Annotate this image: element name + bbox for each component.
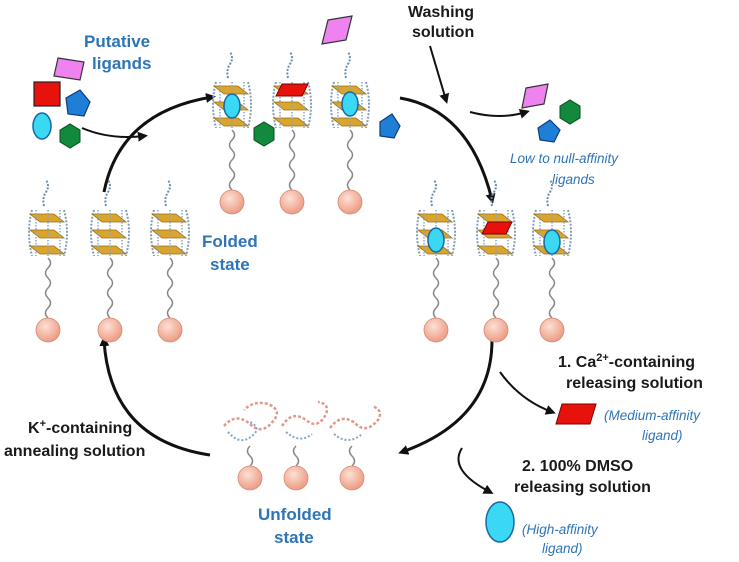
k-annealing-label-1: K+-containing [28, 418, 132, 437]
ca-releasing-label-1: 1. Ca2+-containing [558, 352, 695, 371]
green-hexagon-washed [559, 99, 581, 125]
blue-pentagon-top [379, 113, 401, 139]
retained-quadruplex-1 [416, 179, 456, 343]
putative-ligands-label-1: Putative [84, 32, 150, 51]
arrow-high-release [457, 447, 494, 494]
red-ligand-bound-top [275, 83, 309, 97]
washing-label-1: Washing [408, 4, 474, 21]
red-square-ligand [33, 81, 61, 107]
red-ligand-retained [481, 221, 513, 235]
unfolded-state-label-1: Unfolded [258, 505, 332, 524]
arrow-left-up [102, 93, 216, 193]
pink-ligand-putative [53, 57, 85, 81]
pink-ligand-top [321, 15, 353, 45]
pink-ligand-washed [521, 83, 549, 109]
folded-quadruplex-3 [150, 179, 190, 343]
unfolded-strands [223, 400, 382, 442]
unfolded-bead-1 [237, 445, 263, 491]
cyan-ellipse-putative [32, 112, 52, 140]
blue-pentagon-putative [65, 89, 91, 117]
bound-quadruplex-3 [330, 51, 370, 215]
folded-quadruplex-2 [90, 179, 130, 343]
retained-quadruplex-3 [532, 179, 572, 343]
medium-affinity-label-2: ligand) [642, 428, 683, 443]
retained-quadruplex-2 [476, 179, 516, 343]
cyan-ligand-bound-top-2 [341, 91, 359, 117]
blue-pentagon-washed [537, 119, 561, 143]
arrow-bottom-left [99, 336, 211, 457]
high-affinity-label-2: ligand) [542, 541, 583, 556]
k-annealing-label-2: annealing solution [4, 443, 145, 460]
medium-affinity-label-1: (Medium-affinity [604, 408, 701, 423]
bound-quadruplex-1 [212, 51, 252, 215]
washing-label-2: solution [412, 24, 474, 41]
arrow-washing-in [429, 45, 450, 104]
low-affinity-label-1: Low to null-affinity [510, 151, 619, 166]
cyan-ligand-retained [427, 227, 445, 253]
cyan-ligand-retained-2 [543, 229, 561, 255]
high-affinity-label-1: (High-affinity [522, 522, 599, 537]
green-hexagon-putative [59, 123, 81, 149]
bound-quadruplex-2 [272, 51, 312, 215]
arrow-washing-out [469, 108, 530, 119]
arrow-top-right [399, 96, 496, 204]
folded-quadruplex-1 [28, 179, 68, 343]
dmso-releasing-label-2: releasing solution [514, 479, 651, 496]
unfolded-bead-2 [283, 445, 309, 491]
dmso-releasing-label-1: 2. 100% DMSO [522, 458, 633, 475]
cyan-ligand-released [485, 501, 515, 543]
cyan-ligand-bound-top [223, 93, 241, 119]
unfolded-bead-3 [339, 445, 365, 491]
folded-state-label-1: Folded [202, 232, 258, 251]
low-affinity-label-2: ligands [552, 172, 595, 187]
arrow-ligands-in [81, 127, 148, 142]
unfolded-state-label-2: state [274, 528, 314, 547]
arrow-medium-release [499, 371, 556, 415]
putative-ligands-label-2: ligands [92, 54, 152, 73]
red-ligand-released [555, 403, 597, 425]
ca-releasing-label-2: releasing solution [566, 375, 703, 392]
folded-state-label-2: state [210, 255, 250, 274]
green-hexagon-top [253, 121, 275, 147]
arrow-right-down [398, 339, 494, 455]
